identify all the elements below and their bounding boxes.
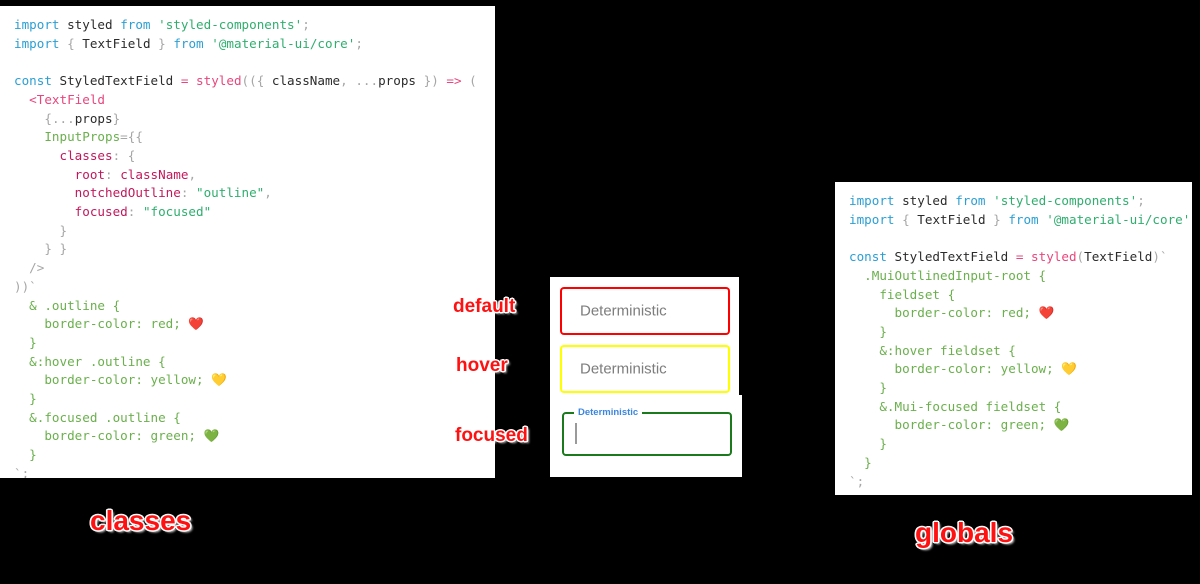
classes-code-panel: import styled from 'styled-components'; … <box>0 6 495 478</box>
textfield-default[interactable]: Deterministic <box>560 287 730 335</box>
textfield-focused[interactable]: Deterministic <box>562 408 732 456</box>
classes-code-block[interactable]: import styled from 'styled-components'; … <box>14 17 477 478</box>
textfield-default-label: Deterministic <box>580 302 667 320</box>
annotation-hover: hover <box>456 355 508 376</box>
textfield-states-preview: Deterministic Deterministic Deterministi… <box>550 277 742 477</box>
textfield-hover[interactable]: Deterministic <box>560 345 730 393</box>
text-caret <box>575 423 577 444</box>
caption-globals: globals <box>915 517 1014 548</box>
annotation-default: default <box>453 296 516 317</box>
textfield-hover-label: Deterministic <box>580 360 667 378</box>
globals-code-panel: import styled from 'styled-components'; … <box>835 182 1192 495</box>
globals-code-block[interactable]: import styled from 'styled-components'; … <box>849 193 1192 489</box>
textfield-focused-label: Deterministic <box>578 407 639 418</box>
annotation-focused: focused <box>455 425 528 446</box>
textfield-focused-outline: Deterministic <box>562 408 732 456</box>
caption-classes: classes <box>90 505 192 536</box>
